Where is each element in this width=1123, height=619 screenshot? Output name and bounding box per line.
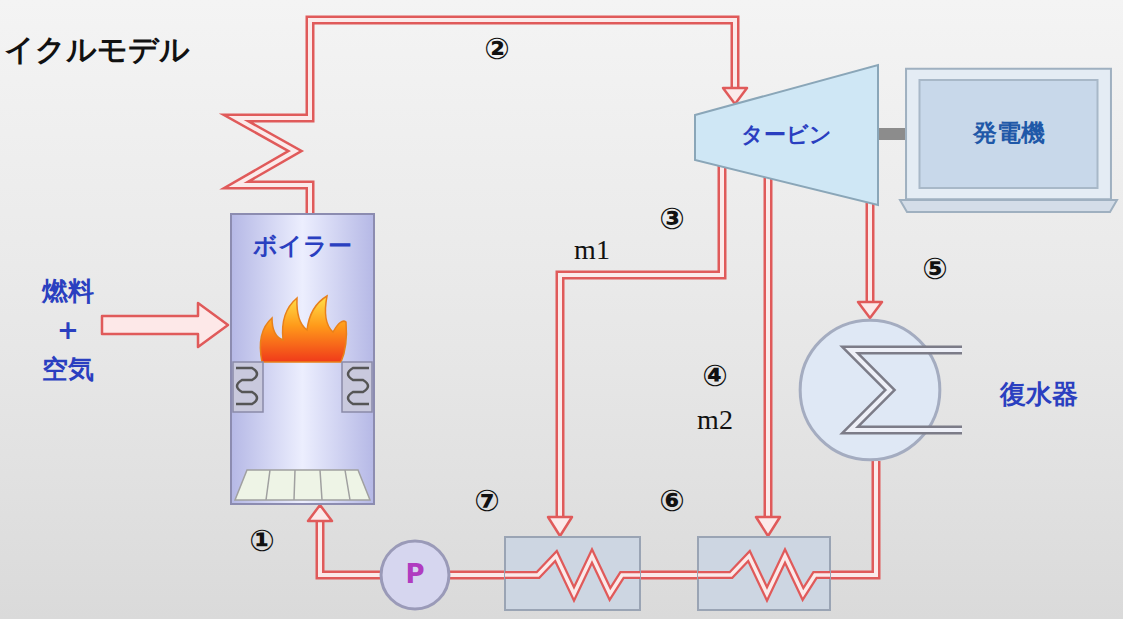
turbine-shape: タービン (695, 65, 878, 205)
shaft-line (878, 128, 905, 140)
pipe-arrowhead (548, 517, 572, 536)
pipe-arrowhead (308, 505, 332, 521)
turbine-shaft (878, 134, 905, 135)
pipe-core (320, 521, 380, 575)
mass-flow-label: m1 (574, 235, 610, 266)
callout-number: ③ (659, 202, 684, 235)
equipment-name: タービン (741, 122, 832, 147)
generator-base (900, 200, 1117, 212)
equipment-name: 発電機 (973, 120, 1045, 148)
callout-number: ① (249, 524, 274, 557)
generator-housing (906, 69, 1111, 200)
pipe-core (868, 203, 872, 302)
steam-pipe (236, 20, 747, 213)
steam-pipe (308, 505, 380, 575)
pipe-core (450, 461, 876, 575)
diagram-title: イクルモデル (4, 30, 190, 71)
pump-circle-body (381, 541, 449, 609)
feedwater-heater (698, 537, 830, 610)
condenser-circle: 復水器 (798, 318, 942, 462)
boiler-grate-bars (266, 470, 350, 500)
heater-coil (505, 556, 640, 594)
pipe-wall (236, 20, 735, 213)
boiler-box: ボイラー (230, 213, 375, 505)
equipment-label: 復水器 (1000, 380, 1078, 410)
boiler-coil (236, 368, 257, 404)
pipe-arrowhead (756, 517, 780, 536)
feedwater-heater (505, 537, 640, 610)
pump-circle: P (380, 540, 450, 610)
input-label: 燃料 + 空気 (38, 272, 98, 389)
extraction-pipe (766, 150, 770, 522)
mass-flow-label: m2 (697, 405, 733, 436)
boiler-flame (260, 296, 346, 362)
fuel-arrow (102, 303, 228, 347)
condenser-circle-outline (798, 318, 942, 462)
generator-box: 発電機 (905, 68, 1112, 200)
pipe-arrowhead (858, 302, 882, 318)
turbine-body (695, 65, 878, 205)
equipment-name: ボイラー (253, 233, 352, 261)
boiler-wall-tube (342, 362, 372, 412)
extraction-pipe (560, 150, 722, 522)
heater-coil (698, 556, 830, 594)
pipe-wall (866, 203, 875, 302)
callout-number: ④ (702, 359, 727, 392)
boiler-wall-tube (233, 362, 263, 412)
extraction-pipe (560, 150, 722, 522)
generator-panel (919, 80, 1097, 188)
pipe-core (236, 20, 735, 213)
steam-pipe (450, 461, 876, 575)
callout-number: ⑤ (922, 252, 947, 285)
callout-number: ⑦ (474, 484, 499, 517)
equipment-name: P (405, 560, 424, 590)
boiler-grate (235, 470, 370, 500)
condenser-coil (850, 350, 962, 430)
pipe-wall (450, 461, 876, 575)
pipe-wall (320, 521, 380, 575)
heater-coil (698, 556, 830, 594)
boiler-coil (348, 368, 369, 404)
extraction-pipe (764, 150, 773, 522)
condenser-coil (850, 350, 962, 430)
callout-number: ② (484, 32, 509, 65)
steam-pipe (858, 203, 882, 318)
heater-coil (505, 556, 640, 594)
condenser-circle-body (800, 320, 940, 460)
callout-number: ⑥ (659, 484, 684, 517)
